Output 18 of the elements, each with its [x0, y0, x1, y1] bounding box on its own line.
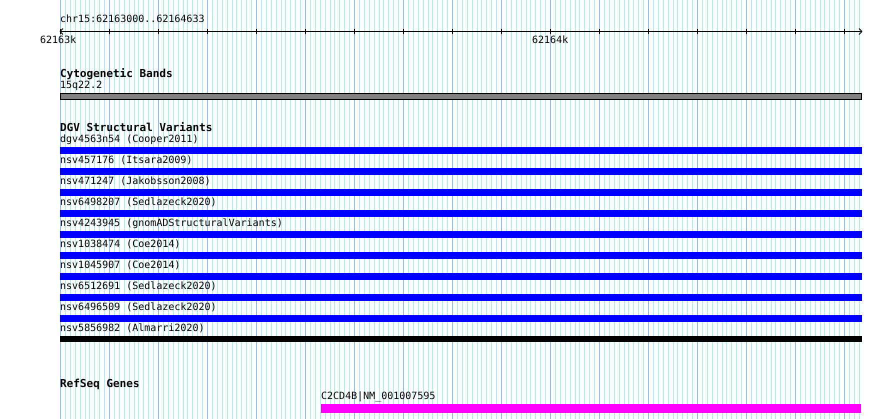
- feature-label: dgv4563n54 (Cooper2011): [60, 134, 198, 146]
- feature-label: nsv6496509 (Sedlazeck2020): [60, 302, 217, 314]
- band-label: 15q22.2: [60, 80, 102, 92]
- feature-label: nsv1045907 (Coe2014): [60, 260, 180, 272]
- scale-label: 62164k: [532, 35, 568, 47]
- feature-label: nsv6512691 (Sedlazeck2020): [60, 281, 217, 293]
- feature-label: nsv1038474 (Coe2014): [60, 239, 180, 251]
- feature-label: nsv4243945 (gnomADStructuralVariants): [60, 218, 283, 230]
- feature-label: nsv6498207 (Sedlazeck2020): [60, 197, 217, 209]
- location-text: chr15:62163000..62164633: [60, 14, 204, 26]
- track-heading: RefSeq Genes: [60, 378, 140, 390]
- scale-label: 62163k: [40, 35, 76, 47]
- feature-label: nsv5856982 (Almarri2020): [60, 323, 204, 335]
- feature-label: nsv471247 (Jakobsson2008): [60, 176, 211, 188]
- feature-label: C2CD4B|NM_001007595: [321, 391, 436, 403]
- track-heading: DGV Structural Variants: [60, 122, 212, 134]
- track-heading: Cytogenetic Bands: [60, 68, 173, 80]
- feature-label: nsv457176 (Itsara2009): [60, 155, 192, 167]
